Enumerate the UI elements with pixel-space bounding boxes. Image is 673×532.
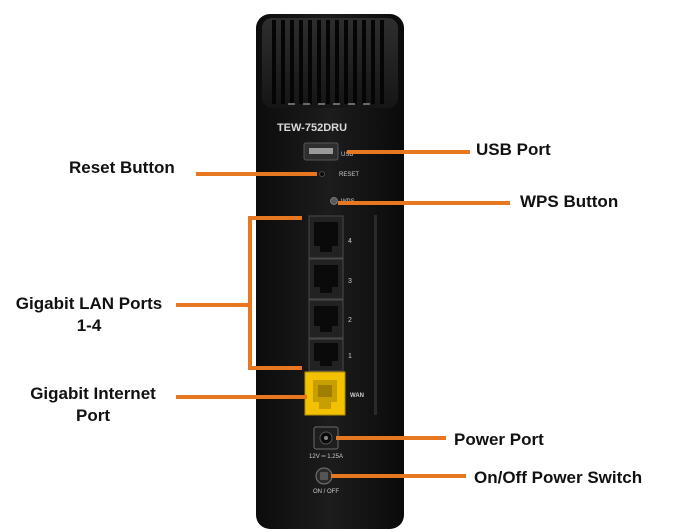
callout-wps-button: WPS Button: [520, 192, 619, 211]
power-rating-label: 12V ═ 1.25A: [309, 454, 343, 460]
callout-reset-button: Reset Button: [69, 158, 175, 177]
callout-power-switch: On/Off Power Switch: [474, 468, 643, 487]
callout-lan-ports-line2: 1-4: [76, 316, 102, 335]
lan-port-3: [308, 258, 344, 300]
wan-label: WAN: [350, 393, 364, 399]
lan-port-4: [308, 215, 344, 259]
lan-label-1: 1: [348, 353, 352, 360]
lan-port-2: [308, 299, 344, 339]
on-off-label: ON / OFF: [313, 489, 339, 495]
power-switch: [315, 467, 333, 485]
callout-power-port: Power Port: [454, 430, 544, 449]
lan-label-4: 4: [348, 238, 352, 245]
reset-button: [319, 171, 325, 177]
lan-label-2: 2: [348, 317, 352, 324]
callout-lan-ports-line1: Gigabit LAN Ports: [15, 294, 163, 313]
callout-usb-port: USB Port: [476, 140, 551, 159]
reset-label: RESET: [339, 172, 359, 178]
callout-internet-port-line1: Gigabit Internet: [30, 384, 156, 403]
callout-internet-port-line2: Port: [76, 406, 110, 425]
lan-bracket: [248, 216, 302, 370]
wps-button: [330, 197, 338, 205]
usb-label: USB: [341, 152, 353, 158]
led-strip: [288, 103, 370, 105]
callout-lan-ports: Gigabit LAN Ports 1-4: [4, 293, 174, 337]
model-label: TEW-752DRU: [277, 122, 347, 134]
lan-label-3: 3: [348, 278, 352, 285]
power-port: [313, 426, 339, 450]
wan-port: [304, 371, 346, 416]
vent-slots: [272, 20, 384, 104]
leader-lines: [176, 150, 510, 478]
lan-ports: [308, 215, 344, 372]
usb-port: [303, 142, 339, 161]
lan-port-1: [308, 338, 344, 372]
callout-internet-port: Gigabit Internet Port: [18, 383, 168, 427]
